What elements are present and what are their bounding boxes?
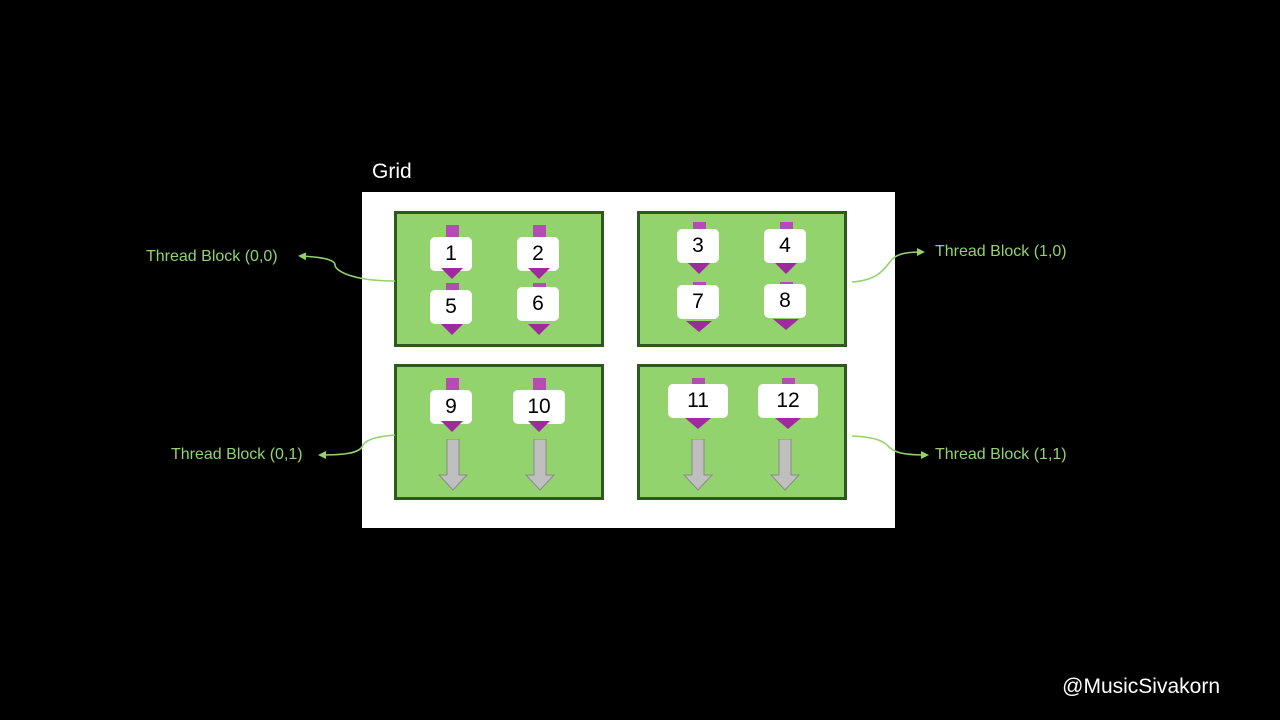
thread-label: 8 bbox=[764, 284, 806, 318]
thread-label: 11 bbox=[668, 384, 728, 418]
thread-arrow: 5 bbox=[430, 283, 474, 343]
connector-0-0 bbox=[298, 252, 396, 282]
thread-label: 7 bbox=[677, 285, 719, 319]
thread-arrow: 12 bbox=[758, 378, 818, 438]
thread-arrow: 2 bbox=[517, 225, 561, 285]
thread-label: 9 bbox=[430, 390, 472, 424]
thread-block-0-0: 1 2 5 6 bbox=[394, 211, 604, 347]
thread-label: 6 bbox=[517, 287, 559, 321]
watermark: @MusicSivakorn bbox=[1062, 675, 1220, 698]
callout-thread-block-0-1: Thread Block (0,1) bbox=[171, 446, 303, 463]
thread-label: 12 bbox=[758, 384, 818, 418]
thread-arrow: 11 bbox=[668, 378, 728, 438]
connector-1-1 bbox=[851, 435, 929, 459]
thread-label: 1 bbox=[430, 237, 472, 271]
thread-label: 3 bbox=[677, 229, 719, 263]
thread-arrow: 9 bbox=[430, 378, 474, 438]
callout-thread-block-1-0: Thread Block (1,0) bbox=[935, 243, 1067, 260]
grid-title: Grid bbox=[372, 160, 412, 183]
pending-arrow-icon bbox=[525, 439, 555, 491]
callout-thread-block-0-0: Thread Block (0,0) bbox=[146, 248, 278, 265]
thread-block-1-1: 11 12 bbox=[637, 364, 847, 500]
thread-arrow: 10 bbox=[513, 378, 565, 438]
thread-arrow: 8 bbox=[764, 282, 808, 342]
connector-0-1 bbox=[318, 434, 396, 459]
connector-1-0 bbox=[851, 248, 925, 283]
thread-arrow: 7 bbox=[677, 282, 721, 342]
thread-arrow: 4 bbox=[764, 222, 808, 282]
thread-arrow: 6 bbox=[517, 283, 561, 343]
thread-label: 2 bbox=[517, 237, 559, 271]
thread-block-0-1: 9 10 bbox=[394, 364, 604, 500]
pending-arrow-icon bbox=[683, 439, 713, 491]
pending-arrow-icon bbox=[770, 439, 800, 491]
thread-label: 5 bbox=[430, 290, 472, 324]
thread-arrow: 1 bbox=[430, 225, 474, 285]
grid-panel: 1 2 5 6 3 4 7 8 9 10 bbox=[362, 192, 895, 528]
thread-label: 4 bbox=[764, 229, 806, 263]
callout-thread-block-1-1: Thread Block (1,1) bbox=[935, 446, 1067, 463]
thread-block-1-0: 3 4 7 8 bbox=[637, 211, 847, 347]
pending-arrow-icon bbox=[438, 439, 468, 491]
thread-label: 10 bbox=[513, 390, 565, 424]
thread-arrow: 3 bbox=[677, 222, 721, 282]
